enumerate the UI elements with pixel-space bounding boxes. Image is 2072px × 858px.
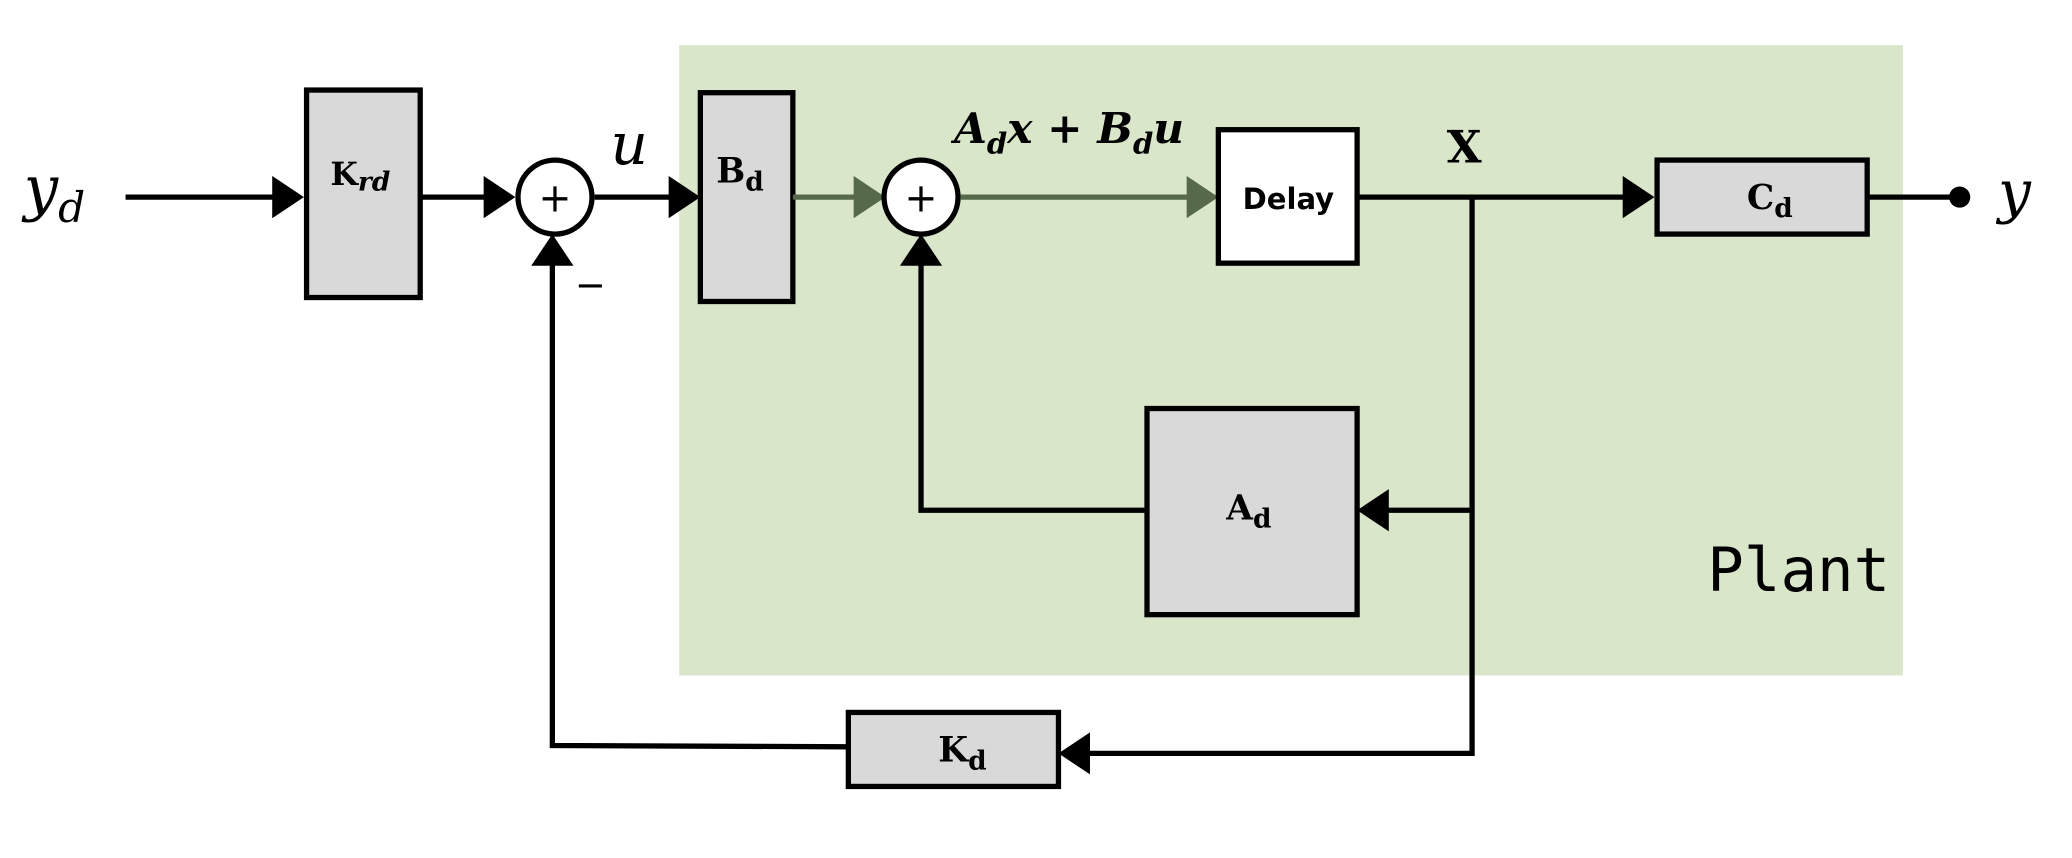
summing-symbol-2: + [904,176,937,222]
cd-block [1654,157,1870,237]
reference-signal-label: yd [21,154,85,232]
output-terminal-dot [1949,186,1971,208]
ad-label: Ad [1225,489,1271,535]
krd-block [303,87,423,301]
plant-label: Plant [1707,536,1890,606]
delay-label: Delay [1243,182,1335,216]
kd-block [845,709,1062,790]
bd-label: Bd [716,152,764,198]
ad-block [1144,405,1360,618]
feedback-to-sum-arrow [531,234,849,750]
ad-to-sum-arrow [899,234,1147,513]
state-signal-label: X [1447,121,1482,174]
krd-label: Krd [330,156,390,197]
state-update-label: Adx + Bdu [950,103,1184,161]
feedback-minus-sign: − [575,264,606,307]
cd-label: Cd [1747,178,1793,224]
summing-symbol-1: + [538,176,571,222]
control-signal-label: u [611,110,648,178]
kd-label: Kd [938,730,986,776]
output-signal-label: y [1995,158,2032,226]
delay-block [1215,127,1360,266]
